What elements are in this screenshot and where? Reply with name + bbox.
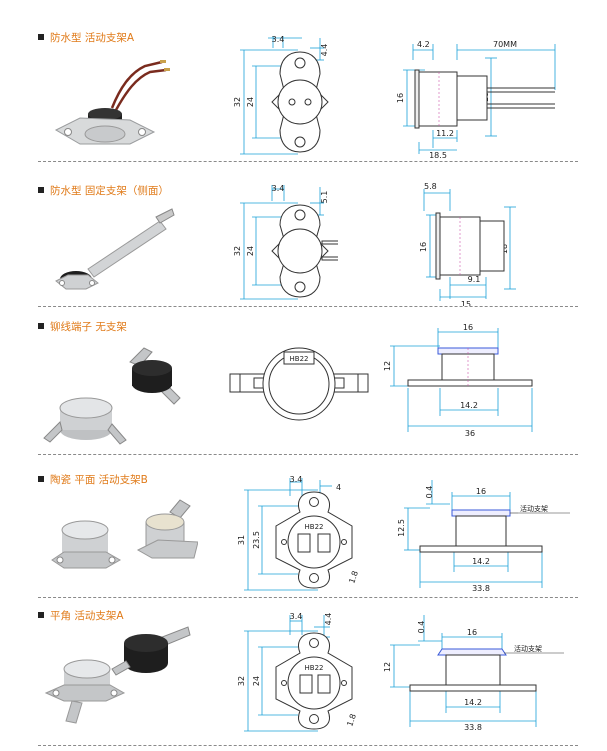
dim-bottom-inner: 11.2 (436, 129, 454, 138)
dim-top-left: 4.2 (417, 40, 430, 49)
front-label: HB22 (305, 664, 324, 672)
bullet-square-icon (38, 476, 44, 482)
dim-top-left: 3.4 (290, 475, 303, 484)
section-title-text: 陶瓷 平面 活动支架B (50, 474, 148, 486)
dim-inner-height: 24 (246, 97, 255, 107)
dim-left-height: 12 (383, 361, 392, 371)
dim-bottom-outer: 33.8 (472, 584, 490, 592)
section-title: 平角 活动支架A (38, 608, 124, 623)
product-photo (55, 208, 175, 290)
section-title-text: 防水型 活动支架A (50, 32, 135, 44)
front-label: HB22 (305, 523, 324, 531)
dim-inner-height: 24 (246, 246, 255, 256)
dim-top-left: 3.4 (272, 184, 285, 193)
product-photo (51, 499, 198, 569)
dim-bottom-outer: 15 (461, 300, 471, 306)
dim-diag: 1.8 (345, 713, 358, 728)
front-label: HB22 (290, 355, 309, 363)
dim-bottom-outer: 36 (465, 429, 475, 438)
section-divider (38, 745, 578, 746)
dim-top-left: 5.8 (424, 182, 437, 191)
dim-top-right: 4 (336, 483, 341, 492)
dim-bottom-inner: 9.1 (468, 275, 481, 284)
side-view-drawing: 16 12 14.2 36 (383, 323, 533, 438)
section-title-text: 平角 活动支架A (50, 610, 124, 622)
dim-top-small: 0.4 (417, 621, 426, 634)
dim-top-right: 5.1 (320, 191, 329, 204)
front-view-drawing: 3.4 4 31 23.5 1.8 HB22 (237, 475, 360, 591)
dim-left-height: 16 (419, 242, 428, 252)
dim-inner-height: 24 (252, 676, 261, 686)
section-divider (38, 454, 578, 455)
front-view-drawing: 3.4 4.4 32 24 1.8 HB22 (237, 612, 358, 732)
bullet-square-icon (38, 612, 44, 618)
section-title-text: 铆线端子 无支架 (50, 321, 127, 333)
section-4: 陶瓷 平面 活动支架B 3.4 4 31 23.5 1.8 HB22 (0, 456, 607, 599)
section-title: 防水型 活动支架A (38, 30, 134, 45)
dim-bottom-outer: 18.5 (429, 151, 447, 160)
section-divider (38, 161, 578, 162)
dim-top-right: 4.4 (320, 44, 329, 57)
dim-top-left: 3.4 (290, 612, 303, 621)
dim-lead-length: 70MM (493, 40, 517, 49)
dim-top: 16 (467, 628, 477, 637)
dim-left-height: 12.5 (397, 519, 406, 537)
front-view-drawing: HB22 (229, 347, 369, 421)
section-divider (38, 597, 578, 598)
dim-top: 16 (463, 323, 473, 332)
dim-left-height: 16 (396, 93, 405, 103)
product-photo (54, 60, 170, 145)
dim-inner-height: 23.5 (252, 531, 261, 549)
side-view-drawing: 5.8 16 18 9.1 15 (419, 182, 516, 306)
bullet-square-icon (38, 323, 44, 329)
section-3: 铆线端子 无支架 HB22 16 12 14.2 36 (0, 308, 607, 456)
section-2: 防水型 固定支架（侧面） 3.4 5.1 32 24 5.8 (0, 163, 607, 308)
dim-top-small: 0.4 (425, 486, 434, 499)
dim-outer-height: 32 (233, 97, 242, 107)
dim-top: 16 (476, 487, 486, 496)
dim-top-left: 3.4 (272, 35, 285, 44)
front-view-drawing: 3.4 4.4 32 24 (233, 35, 329, 155)
section-title: 陶瓷 平面 活动支架B (38, 472, 148, 487)
front-view-drawing: 3.4 5.1 32 24 (233, 184, 338, 300)
bullet-square-icon (38, 187, 44, 193)
callout-label: 活动支架 (514, 644, 542, 653)
side-view-drawing: 4.2 70MM 16 18 11.2 18.5 (396, 40, 556, 160)
product-photo (43, 347, 181, 445)
section-title-text: 防水型 固定支架（侧面） (50, 185, 169, 197)
dim-bottom-inner: 14.2 (464, 698, 482, 707)
section-title: 防水型 固定支架（侧面） (38, 183, 169, 198)
dim-diag: 1.8 (347, 570, 360, 585)
dim-bottom-outer: 33.8 (464, 723, 482, 732)
dim-outer-height: 32 (237, 676, 246, 686)
section-divider (38, 306, 578, 307)
callout-label: 活动支架 (520, 504, 548, 513)
section-1: 防水型 活动支架A 3.4 4.4 32 24 (0, 0, 607, 162)
side-view-drawing: 0.4 16 12.5 14.2 33.8 活动支架 (397, 480, 570, 592)
dim-top-right: 4.4 (324, 613, 333, 626)
dim-bottom-inner: 14.2 (472, 557, 490, 566)
side-view-drawing: 0.4 16 12 14.2 33.8 活动支架 (383, 615, 564, 732)
bullet-square-icon (38, 34, 44, 40)
product-photo (44, 626, 191, 724)
section-5: 平角 活动支架A 3.4 4.4 32 24 1.8 HB22 (0, 599, 607, 751)
dim-outer-height: 32 (233, 246, 242, 256)
section-title: 铆线端子 无支架 (38, 319, 127, 334)
dim-left-height: 12 (383, 662, 392, 672)
dim-bottom-inner: 14.2 (460, 401, 478, 410)
dim-outer-height: 31 (237, 535, 246, 545)
